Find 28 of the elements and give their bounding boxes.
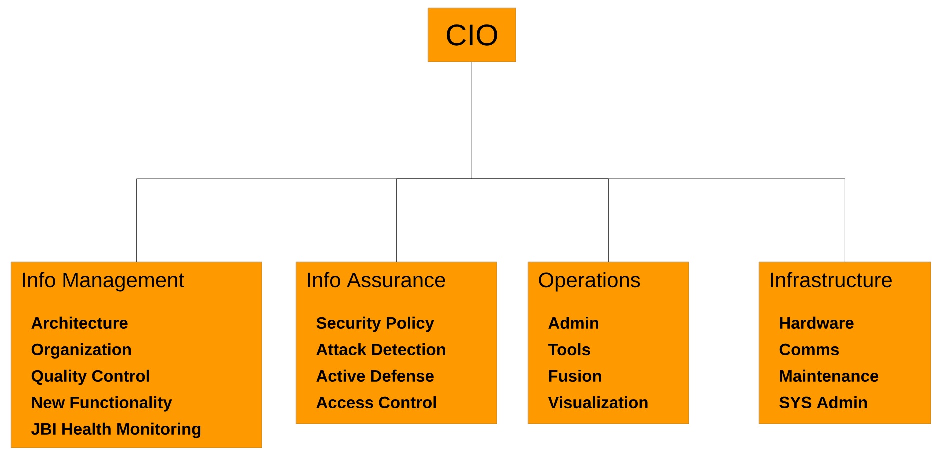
- list-item: SYS Admin: [780, 396, 868, 409]
- node-label: CIO: [447, 24, 498, 46]
- org-box: [11, 262, 262, 448]
- list-item: Quality Control: [32, 370, 150, 386]
- list-item: Fusion: [549, 370, 602, 382]
- list-item: Hardware: [780, 316, 854, 330]
- box-heading: Infrastructure: [771, 272, 892, 288]
- org-box: [528, 262, 690, 424]
- list-item: Maintenance: [780, 370, 879, 382]
- list-item: Attack Detection: [316, 343, 446, 356]
- box-heading: Info Management: [23, 272, 184, 292]
- list-item: Tools: [548, 343, 590, 356]
- list-item: Security Policy: [316, 316, 434, 332]
- box-heading: Operations: [539, 272, 640, 292]
- org-box: [759, 262, 932, 424]
- org-box: [428, 8, 516, 62]
- list-item: Organization: [32, 343, 132, 359]
- list-item: Access Control: [316, 396, 436, 409]
- box-heading: Info Assurance: [308, 272, 446, 288]
- list-item: JBI Health Monitoring: [31, 422, 201, 438]
- org-box: [296, 262, 498, 424]
- list-item: Architecture: [32, 316, 128, 330]
- list-item: Admin: [548, 316, 598, 330]
- list-item: Active Defense: [316, 370, 434, 382]
- list-item: New Functionality: [32, 396, 172, 412]
- list-item: Comms: [780, 344, 840, 356]
- list-item: Visualization: [548, 396, 648, 409]
- connector-line: [472, 62, 846, 262]
